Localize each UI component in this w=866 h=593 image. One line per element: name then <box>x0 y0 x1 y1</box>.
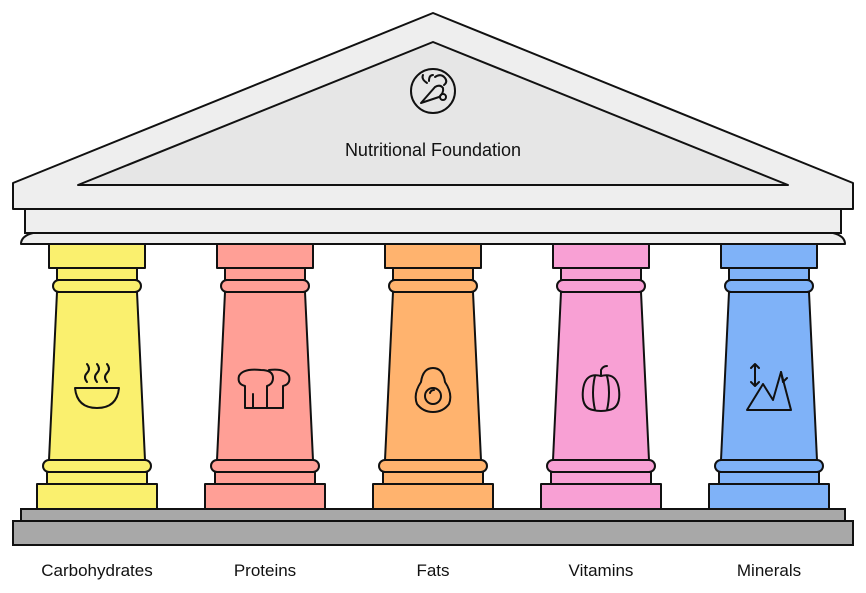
pillar-capital <box>720 243 818 269</box>
pillar-neck <box>392 267 474 281</box>
pillar-plinth <box>708 483 830 510</box>
avocado-icon <box>414 367 452 413</box>
pillar-label: Carbohydrates <box>41 561 153 580</box>
pillar-capital <box>384 243 482 269</box>
pillar-plinth <box>204 483 326 510</box>
pillar-upper-ring <box>388 279 478 293</box>
pillar-lower-ring <box>546 459 656 473</box>
pillar-shaft <box>216 291 314 461</box>
pillar-labels: Carbohydrates Proteins Fats Vitamins Mineral… <box>41 561 801 580</box>
bell-pepper-icon <box>581 365 621 412</box>
pillar-plinth-upper <box>382 471 484 485</box>
pillar-upper-ring <box>556 279 646 293</box>
pillar-upper-ring <box>220 279 310 293</box>
pillar-neck <box>224 267 306 281</box>
pillar-plinth-upper <box>550 471 652 485</box>
pillar-upper-ring <box>52 279 142 293</box>
pillar-label: Proteins <box>234 561 296 580</box>
pillar-label: Fats <box>416 561 449 580</box>
pillar-label: Vitamins <box>569 561 634 580</box>
pillar-fats <box>372 243 494 510</box>
pillar-plinth-upper <box>214 471 316 485</box>
pillar-neck <box>560 267 642 281</box>
pillars <box>36 243 830 510</box>
pillar-neck <box>728 267 810 281</box>
entablature <box>20 208 846 245</box>
pillar-lower-ring <box>714 459 824 473</box>
pillar-lower-ring <box>378 459 488 473</box>
pillar-vitamins <box>540 243 662 510</box>
mountain-icon <box>746 363 792 411</box>
pillar-upper-ring <box>724 279 814 293</box>
pillar-label: Minerals <box>737 561 801 580</box>
roof: Nutritional Foundation <box>12 12 854 210</box>
pillar-proteins <box>204 243 326 510</box>
base-bottom-step <box>12 520 854 546</box>
beam-molding <box>20 232 846 245</box>
pillar-capital <box>48 243 146 269</box>
food-group-icon <box>410 68 456 114</box>
pillar-lower-ring <box>210 459 320 473</box>
pillar-capital <box>552 243 650 269</box>
pillar-plinth <box>372 483 494 510</box>
pillar-neck <box>56 267 138 281</box>
pillar-shaft <box>384 291 482 461</box>
bread-icon <box>237 368 291 409</box>
roof-title: Nutritional Foundation <box>345 140 521 160</box>
pillar-lower-ring <box>42 459 152 473</box>
pillar-plinth <box>36 483 158 510</box>
pillar-plinth-upper <box>46 471 148 485</box>
pillar-shaft <box>48 291 146 461</box>
steaming-bowl-icon <box>74 363 120 409</box>
pillar-plinth-upper <box>718 471 820 485</box>
beam <box>24 208 842 234</box>
pillar-capital <box>216 243 314 269</box>
pillar-minerals <box>708 243 830 510</box>
pillar-plinth <box>540 483 662 510</box>
pillar-shaft <box>720 291 818 461</box>
temple-base <box>12 508 854 546</box>
pillar-carbohydrates <box>36 243 158 510</box>
base-top-step <box>20 508 846 522</box>
